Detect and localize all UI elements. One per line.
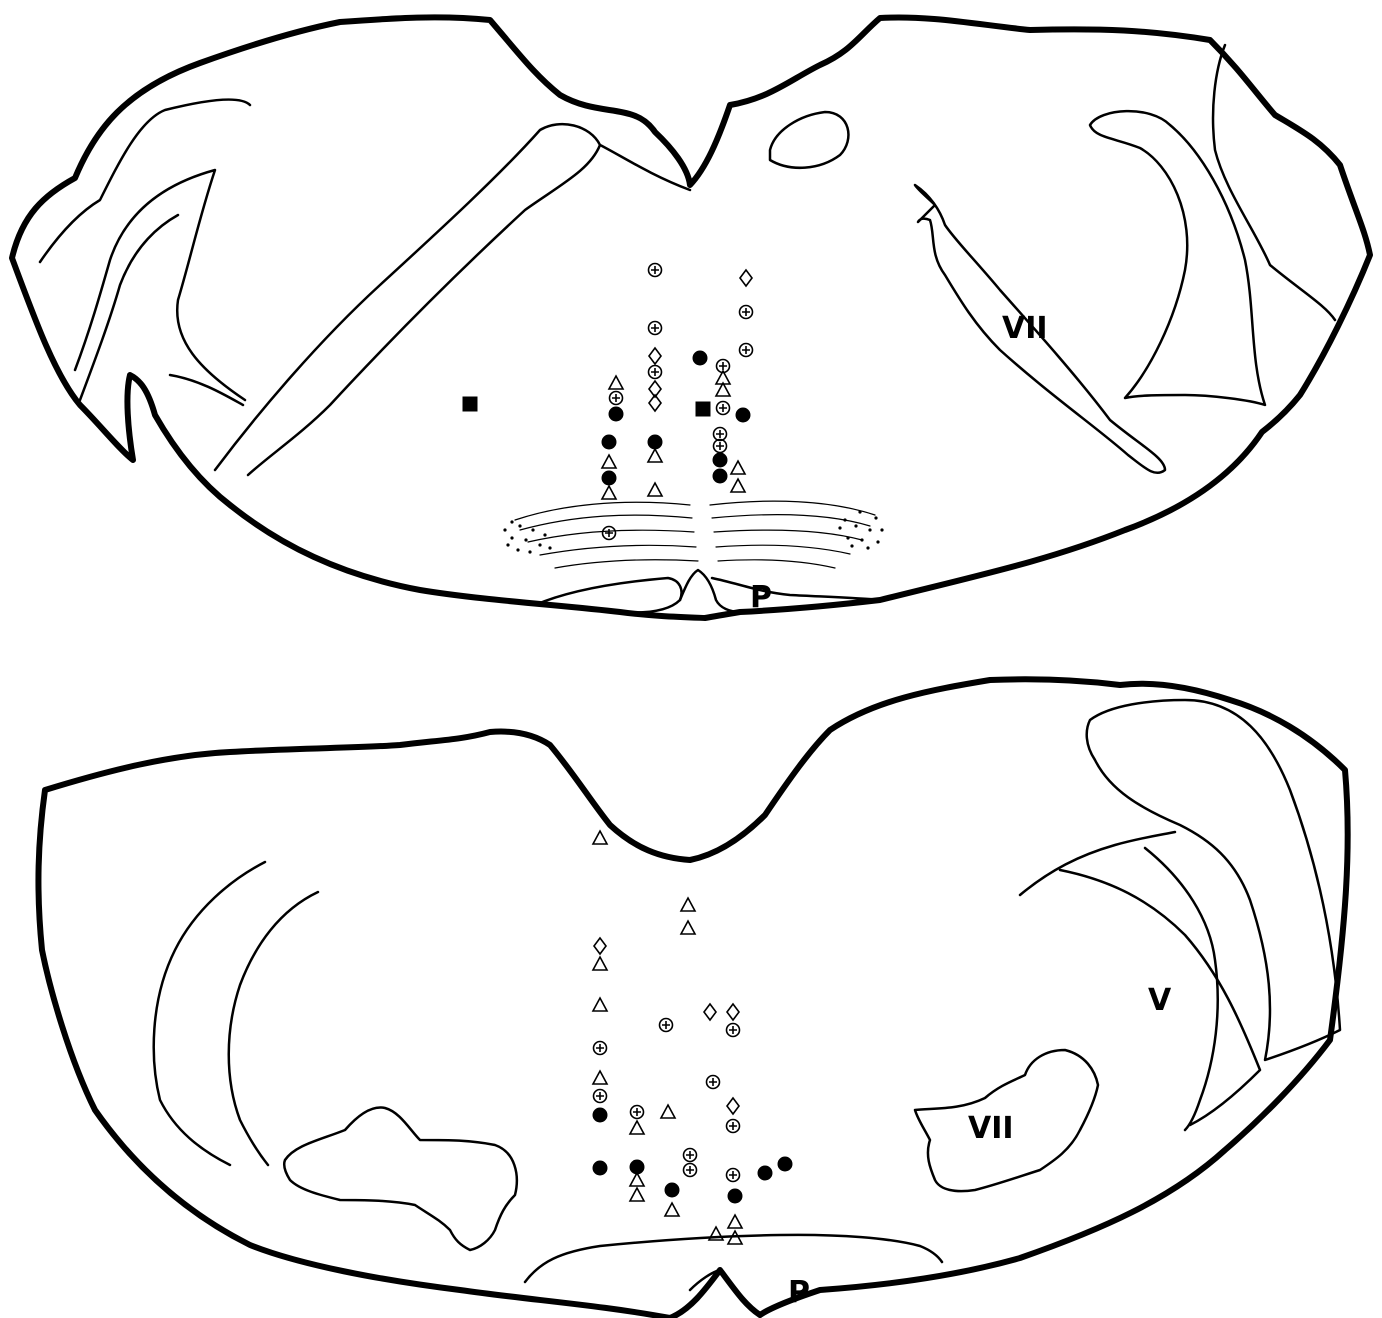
filled-circle-marker — [593, 1108, 607, 1122]
upper-pyramid-right — [712, 578, 880, 600]
circled-plus-marker — [649, 264, 662, 277]
filled-circle-marker — [713, 453, 727, 467]
open-triangle-marker — [648, 449, 662, 462]
open-triangle-marker — [630, 1173, 644, 1186]
open-triangle-marker — [593, 1071, 607, 1084]
filled-square-marker — [463, 397, 477, 411]
open-triangle-marker — [593, 957, 607, 970]
open-diamond-marker — [727, 1004, 739, 1020]
filled-circle-marker — [609, 407, 623, 421]
circled-plus-marker — [631, 1106, 644, 1119]
upper-pyramid-label: P — [750, 580, 772, 615]
circled-plus-marker — [649, 322, 662, 335]
lower-markers — [593, 831, 792, 1244]
upper-left-lateral-band-inner — [75, 170, 245, 400]
open-triangle-marker — [648, 483, 662, 496]
upper-right-oval — [770, 112, 848, 168]
circled-plus-marker — [717, 402, 730, 415]
lower-section: V VII P — [38, 679, 1347, 1318]
upper-midline-notch — [680, 570, 740, 612]
open-diamond-marker — [740, 270, 752, 286]
circled-plus-marker — [649, 366, 662, 379]
filled-circle-marker — [602, 471, 616, 485]
lower-trigeminal-label: V — [1148, 983, 1172, 1018]
lower-facial-nucleus-label: VII — [968, 1111, 1014, 1146]
open-triangle-marker — [716, 383, 730, 396]
filled-circle-marker — [778, 1157, 792, 1171]
filled-circle-marker — [758, 1166, 772, 1180]
circled-plus-marker — [594, 1042, 607, 1055]
filled-circle-marker — [728, 1189, 742, 1203]
open-diamond-marker — [649, 348, 661, 364]
circled-plus-marker — [684, 1164, 697, 1177]
circled-plus-marker — [727, 1169, 740, 1182]
open-triangle-marker — [681, 898, 695, 911]
open-triangle-marker — [661, 1105, 675, 1118]
filled-circle-marker — [713, 469, 727, 483]
upper-left-tract — [215, 124, 600, 475]
filled-circle-marker — [693, 351, 707, 365]
upper-facial-nerve-label: VII — [1002, 311, 1048, 346]
filled-circle-marker — [593, 1161, 607, 1175]
filled-circle-marker — [665, 1183, 679, 1197]
open-triangle-marker — [593, 831, 607, 844]
open-triangle-marker — [731, 461, 745, 474]
circled-plus-marker — [714, 440, 727, 453]
circled-plus-marker — [660, 1019, 673, 1032]
lower-left-tract-inner — [229, 892, 318, 1165]
upper-right-tract — [1090, 111, 1265, 405]
open-triangle-marker — [681, 921, 695, 934]
filled-circle-marker — [602, 435, 616, 449]
lower-right-lateral-lobe — [1087, 700, 1340, 1060]
circled-plus-marker — [684, 1149, 697, 1162]
circled-plus-marker — [727, 1120, 740, 1133]
filled-circle-marker — [648, 435, 662, 449]
open-diamond-marker — [594, 938, 606, 954]
circled-plus-marker — [714, 428, 727, 441]
upper-transverse-fibers — [515, 501, 875, 568]
lower-pyramid — [525, 1235, 942, 1282]
open-triangle-marker — [630, 1188, 644, 1201]
open-triangle-marker — [609, 376, 623, 389]
circled-plus-marker — [594, 1090, 607, 1103]
open-triangle-marker — [665, 1203, 679, 1216]
lower-left-nucleus — [284, 1107, 517, 1250]
upper-right-lateral-band-outer — [1213, 45, 1335, 320]
filled-square-marker — [696, 402, 710, 416]
open-triangle-marker — [731, 479, 745, 492]
open-triangle-marker — [593, 998, 607, 1011]
open-triangle-marker — [630, 1121, 644, 1134]
upper-outline — [12, 17, 1370, 618]
open-diamond-marker — [727, 1098, 739, 1114]
open-diamond-marker — [704, 1004, 716, 1020]
circled-plus-marker — [610, 392, 623, 405]
circled-plus-marker — [740, 344, 753, 357]
open-triangle-marker — [728, 1215, 742, 1228]
circled-plus-marker — [603, 527, 616, 540]
upper-markers — [463, 264, 753, 540]
open-triangle-marker — [602, 486, 616, 499]
lower-right-tract-upper — [1020, 832, 1175, 895]
upper-stipple-left — [503, 520, 551, 553]
lower-left-tract-outer — [154, 862, 265, 1165]
open-triangle-marker — [602, 455, 616, 468]
upper-stipple-right — [838, 510, 883, 549]
circled-plus-marker — [740, 306, 753, 319]
circled-plus-marker — [727, 1024, 740, 1037]
filled-circle-marker — [736, 408, 750, 422]
lower-pyramid-label: P — [788, 1275, 810, 1310]
circled-plus-marker — [707, 1076, 720, 1089]
upper-section: VII P — [12, 17, 1370, 618]
